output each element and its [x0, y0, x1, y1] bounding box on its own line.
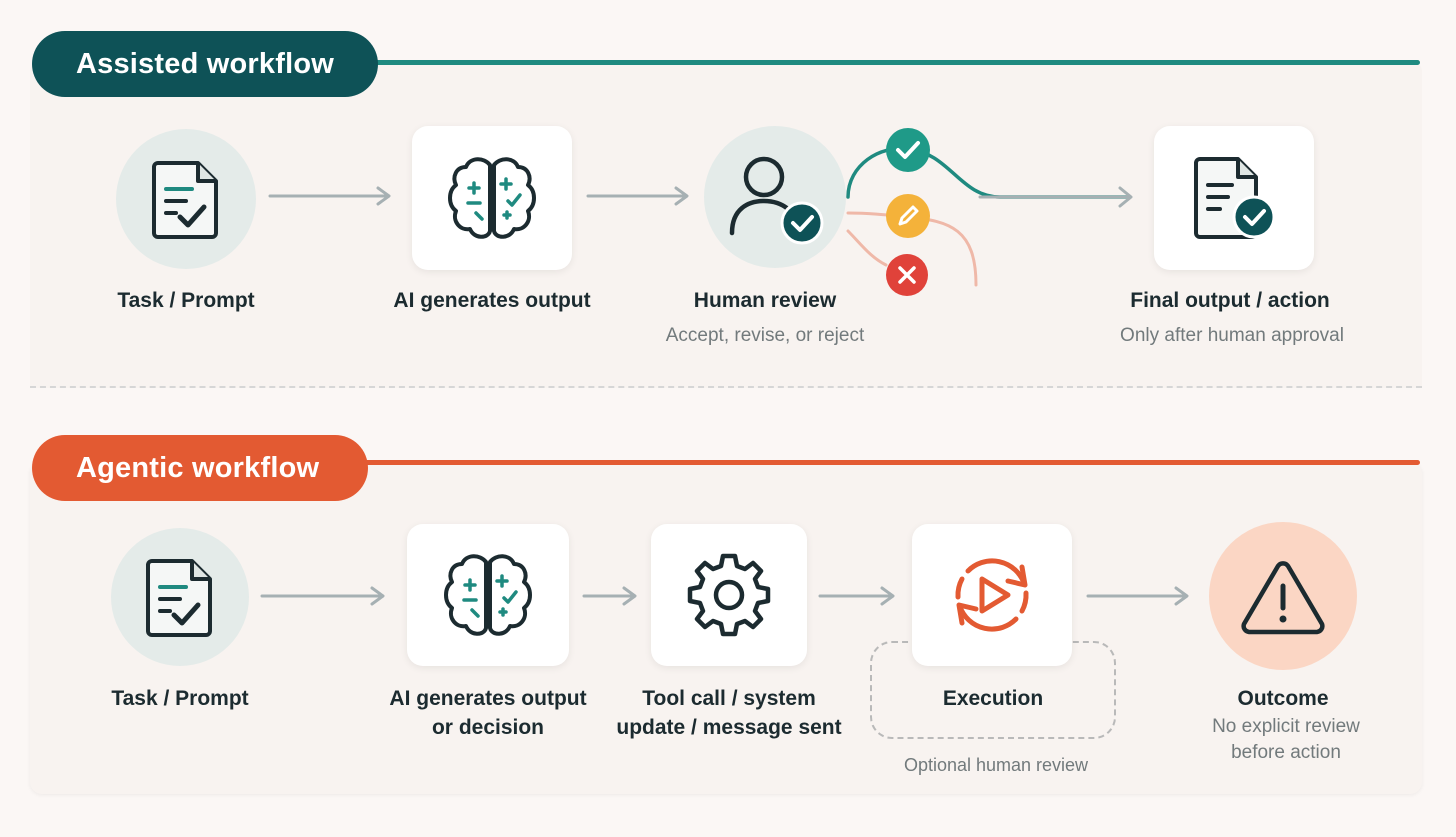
assisted-final-label: Final output / action [1130, 289, 1330, 312]
agentic-execution-label: Execution [942, 687, 1044, 710]
assisted-header-line [372, 60, 1420, 65]
assisted-review-label: Human review [693, 289, 837, 312]
gear-icon [687, 553, 771, 637]
assisted-task-label: Task / Prompt [117, 289, 255, 312]
agentic-outcome-sub-line2: before action [1231, 742, 1341, 763]
agentic-ai-label-line2: or decision [431, 716, 545, 739]
agentic-ai-node [407, 524, 569, 666]
assisted-ai-node [412, 126, 572, 270]
assisted-final-node [1154, 126, 1314, 270]
document-check-icon [146, 559, 212, 637]
document-check-icon [152, 161, 218, 239]
arrow-icon [268, 186, 391, 206]
optional-review-note: Optional human review [903, 755, 1089, 775]
agentic-tool-node [651, 524, 807, 666]
agentic-workflow-title: Agentic workflow [32, 435, 368, 501]
arrow-icon [582, 586, 637, 606]
agentic-outcome-label: Outcome [1237, 687, 1329, 710]
arrow-icon [1086, 586, 1189, 606]
assisted-review-sub: Accept, revise, or reject [665, 325, 865, 346]
agentic-tool-label-line2: update / message sent [616, 716, 842, 739]
agentic-header-line [362, 460, 1420, 465]
assisted-final-sub: Only after human approval [1120, 325, 1344, 346]
agentic-outcome-sub-line1: No explicit review [1212, 716, 1360, 737]
arrow-icon [818, 586, 895, 606]
agentic-task-node [111, 528, 249, 666]
agentic-ai-label-line1: AI generates output [389, 687, 587, 710]
arrow-icon [260, 586, 385, 606]
assisted-task-node [116, 129, 256, 269]
agentic-tool-label-line1: Tool call / system [642, 687, 816, 710]
user-check-icon [729, 156, 824, 245]
check-icon [886, 128, 930, 172]
brain-icon [444, 554, 532, 636]
close-icon [886, 254, 928, 296]
assisted-ai-label: AI generates output [393, 289, 591, 312]
document-approved-icon [1194, 157, 1276, 239]
agentic-execution-node [912, 524, 1072, 666]
brain-icon [448, 157, 536, 239]
edit-icon [886, 194, 930, 238]
agentic-task-label: Task / Prompt [111, 687, 249, 710]
assisted-review-node [704, 126, 846, 268]
warning-icon [1241, 561, 1325, 635]
assisted-workflow-title: Assisted workflow [32, 31, 378, 97]
play-cycle-icon [955, 558, 1029, 632]
agentic-outcome-node [1209, 522, 1357, 670]
arrow-icon [586, 186, 689, 206]
